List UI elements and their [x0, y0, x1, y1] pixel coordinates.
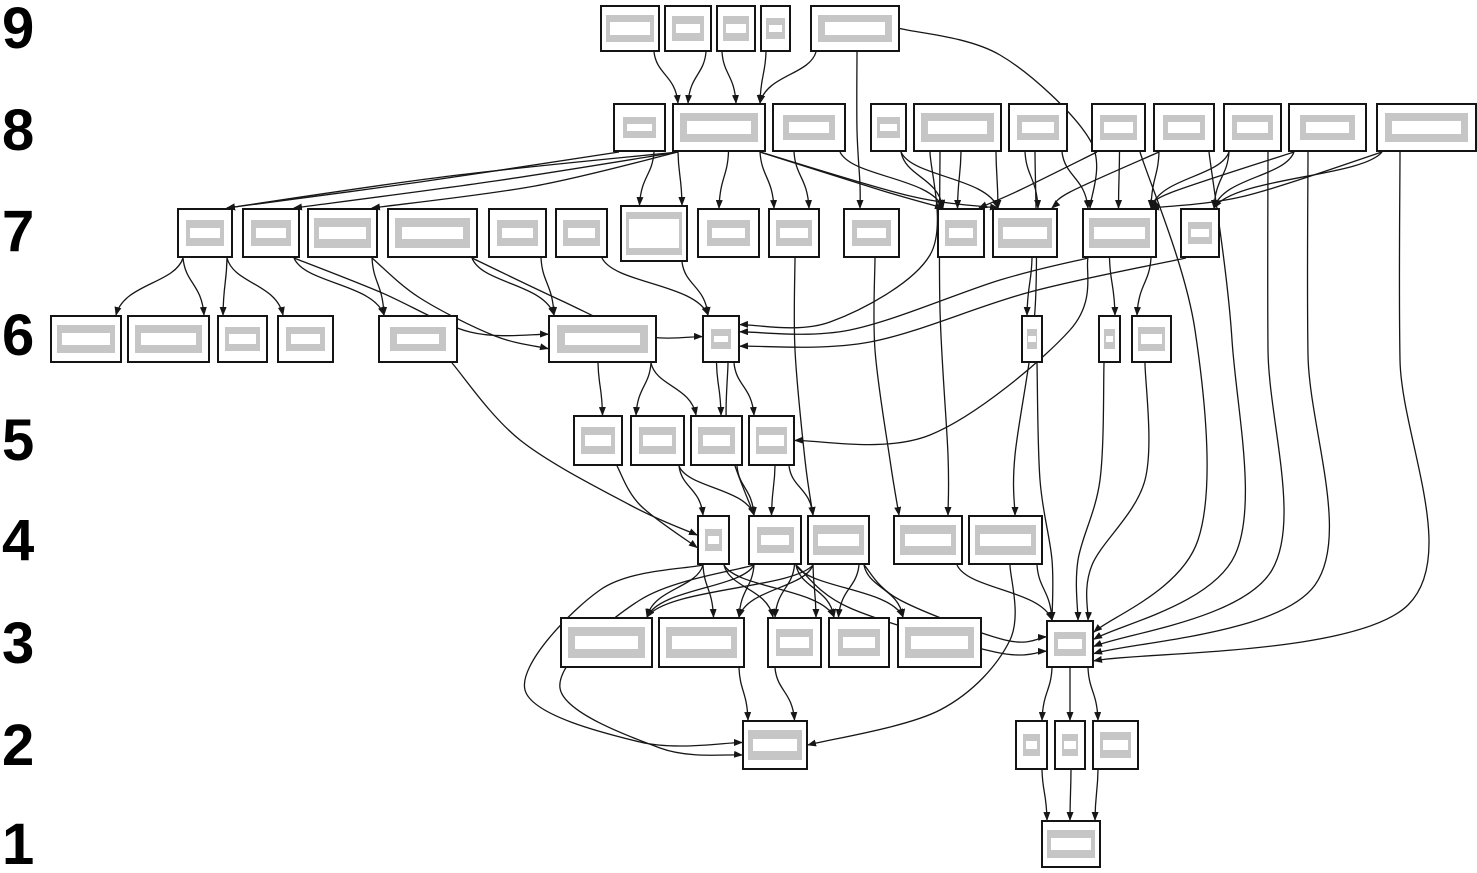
graph-edge [1061, 151, 1091, 209]
graph-edge [1149, 151, 1230, 209]
graph-edge [954, 151, 962, 209]
graph-edge [182, 257, 207, 316]
graph-edge [540, 257, 558, 316]
graph-edge [715, 151, 730, 209]
graph-edge [900, 151, 946, 209]
graph-edge [938, 151, 952, 516]
graph-edge [956, 564, 1053, 621]
graph-edge [293, 257, 385, 316]
graph-edge [226, 151, 620, 211]
graph-edge [733, 362, 757, 416]
graph-edge [759, 151, 999, 211]
graph-edge [681, 261, 711, 316]
graph-edge [794, 257, 1089, 446]
graph-edge [559, 564, 755, 758]
graph-edge [738, 564, 814, 618]
graph-edge [739, 151, 939, 329]
graph-edge [371, 257, 388, 316]
graph-edge [1066, 769, 1074, 821]
graph-edge [219, 257, 228, 316]
graph-edge [739, 257, 1089, 336]
graph-edge [739, 257, 1187, 350]
graph-edge [678, 465, 755, 516]
graph-edge [1085, 362, 1150, 621]
graph-edge [738, 667, 752, 721]
graph-edge [226, 257, 285, 316]
graph-edge [899, 27, 1098, 209]
graph-edge [1093, 151, 1208, 633]
graph-edge [293, 151, 679, 211]
graph-edge [772, 564, 796, 618]
graph-edge [774, 667, 798, 721]
graph-edge [856, 51, 864, 209]
graph-edge [1036, 564, 1056, 621]
graph-edge [1041, 769, 1051, 821]
graph-edge [768, 465, 776, 516]
graph-edge [471, 257, 555, 316]
graph-edge [1213, 151, 1383, 209]
graph-edge [1038, 667, 1053, 721]
graph-edge [646, 564, 755, 618]
graph-edge [601, 257, 709, 316]
graph-edge [702, 564, 717, 618]
graph-edge [812, 564, 820, 618]
graph-edge [1091, 769, 1099, 821]
graph-edge [597, 362, 606, 416]
graph-edge [1115, 151, 1123, 209]
graph-edge [900, 151, 999, 209]
graph-edge [685, 51, 707, 104]
graph-edge [650, 362, 698, 416]
graph-edge [873, 257, 902, 516]
graph-edge [1093, 151, 1331, 655]
graph-edge [715, 362, 725, 416]
graph-edge [523, 564, 743, 747]
graph-edge [371, 151, 679, 211]
graph-edge [994, 151, 1002, 209]
graph-edge [1093, 151, 1430, 663]
graph-edge [1051, 151, 1160, 209]
graph-edge [835, 564, 860, 618]
graph-edge [721, 51, 740, 104]
graph-edge [616, 465, 698, 549]
graph-edge [1074, 362, 1105, 621]
graph-edge [451, 362, 698, 536]
graph-edge [633, 362, 652, 416]
graph-edge [1150, 151, 1383, 211]
graph-edge [677, 151, 686, 206]
graph-edge [646, 564, 814, 618]
graph-edge [1087, 667, 1102, 721]
graph-edge [723, 564, 835, 618]
graph-edge [636, 151, 655, 206]
graph-edge [1093, 151, 1247, 640]
graph-edge [1024, 151, 1042, 209]
graph-edge [1108, 257, 1119, 316]
graph-edge [1213, 151, 1295, 209]
graph-edge [471, 257, 703, 340]
graph-edge [1133, 257, 1152, 316]
graph-edge [793, 151, 813, 209]
graph-edge [1093, 151, 1285, 647]
graph-edge [114, 257, 184, 316]
graph-edge [793, 257, 816, 516]
graph-edge [1011, 151, 1038, 516]
graph-edge [653, 51, 681, 104]
graph-edge [725, 362, 755, 516]
graph-edge [807, 564, 1016, 747]
graph-edge [226, 151, 679, 211]
graph-edge [978, 151, 1098, 209]
graph-edge [1036, 362, 1056, 621]
graph-edge [758, 51, 817, 104]
graph-edge [1023, 257, 1033, 316]
graph-edge [293, 257, 549, 338]
graph-edge [863, 564, 1047, 643]
graph-edge [678, 465, 706, 516]
graph-edge [759, 151, 778, 209]
